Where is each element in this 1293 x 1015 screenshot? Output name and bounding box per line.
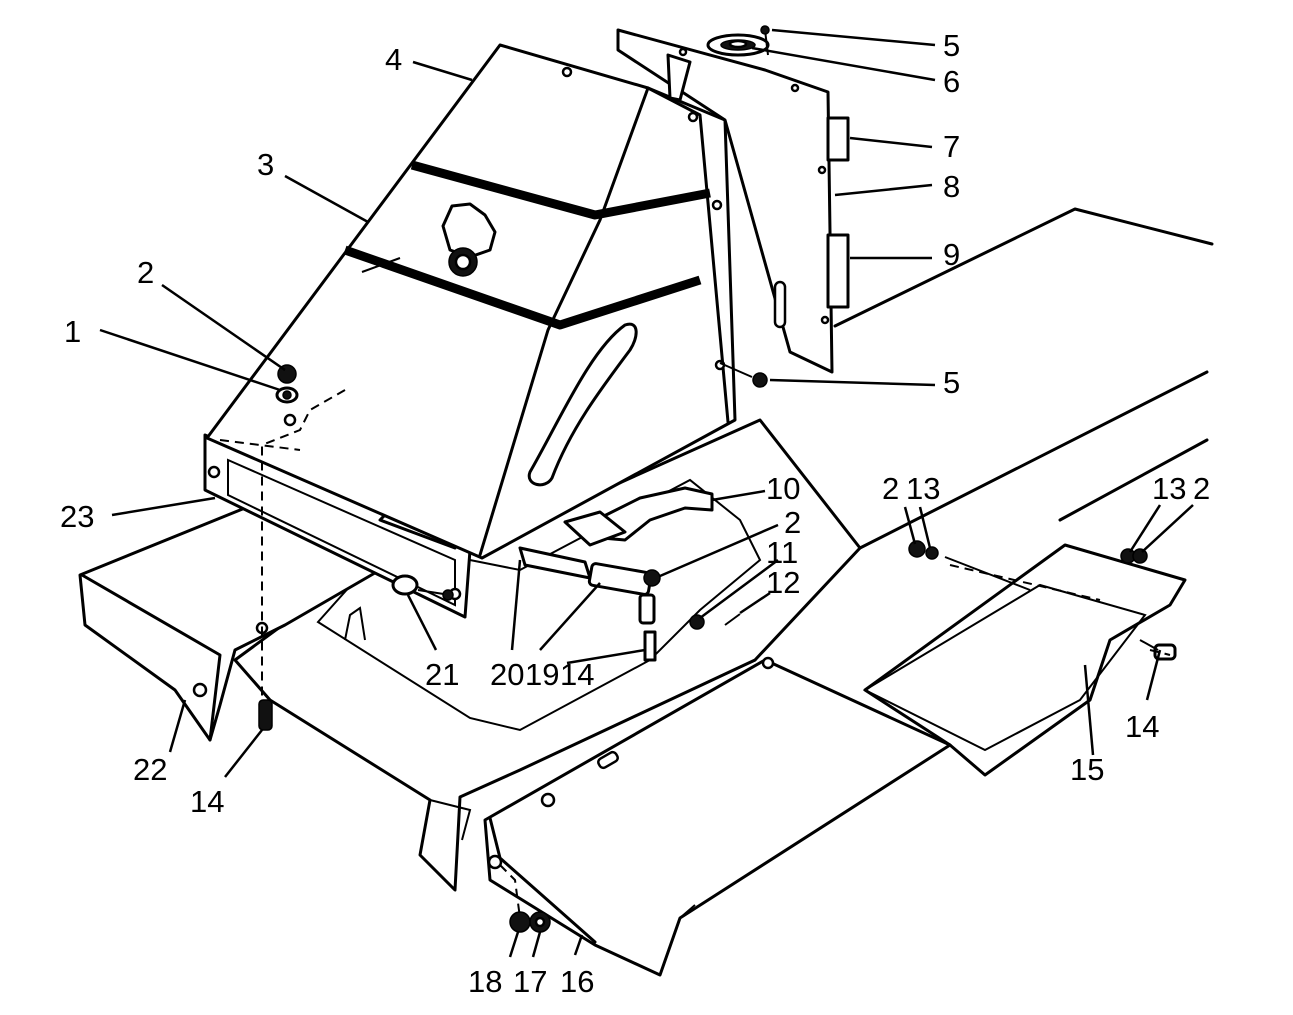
callout-16: 16 <box>560 964 594 999</box>
callout-7: 7 <box>943 129 960 164</box>
callout-labels: 1 2 3 4 5 6 7 8 9 5 10 2 11 12 2 13 13 2… <box>60 28 1210 999</box>
callout-14-left: 14 <box>190 784 224 819</box>
front-cover-plate <box>483 656 952 977</box>
assembly-lines <box>219 389 1171 919</box>
callout-5: 5 <box>943 28 960 63</box>
callout-13: 13 <box>906 471 940 506</box>
callout-23: 23 <box>60 499 94 534</box>
callout-9: 9 <box>943 237 960 272</box>
callout-18: 18 <box>468 964 502 999</box>
callout-2-right: 2 <box>882 471 899 506</box>
dash-panel <box>616 28 850 374</box>
callout-11: 11 <box>766 535 798 570</box>
callout-6: 6 <box>943 64 960 99</box>
callout-15: 15 <box>1070 752 1104 787</box>
callout-22: 22 <box>133 752 167 787</box>
callout-2: 2 <box>137 255 154 290</box>
leader-lines <box>99 28 1194 958</box>
console-cover <box>205 43 737 560</box>
right-shroud <box>862 543 1187 777</box>
fuel-cap <box>441 202 497 277</box>
callout-21: 21 <box>425 657 459 692</box>
callout-4: 4 <box>385 42 402 77</box>
callout-3: 3 <box>257 147 274 182</box>
callout-12: 12 <box>766 565 800 600</box>
dash-knob <box>706 33 770 57</box>
callout-19: 19 <box>525 657 559 692</box>
callout-1: 1 <box>64 314 81 349</box>
callout-13-far: 13 <box>1152 471 1186 506</box>
hardware <box>258 25 1177 933</box>
callout-14-mid: 14 <box>560 657 594 692</box>
callout-2-mid: 2 <box>784 505 801 540</box>
callout-17: 17 <box>513 964 547 999</box>
callout-20: 20 <box>490 657 524 692</box>
callout-10: 10 <box>766 471 800 506</box>
callout-5-lower: 5 <box>943 365 960 400</box>
callout-2-far: 2 <box>1193 471 1210 506</box>
callout-14-right: 14 <box>1125 709 1159 744</box>
callout-8: 8 <box>943 169 960 204</box>
